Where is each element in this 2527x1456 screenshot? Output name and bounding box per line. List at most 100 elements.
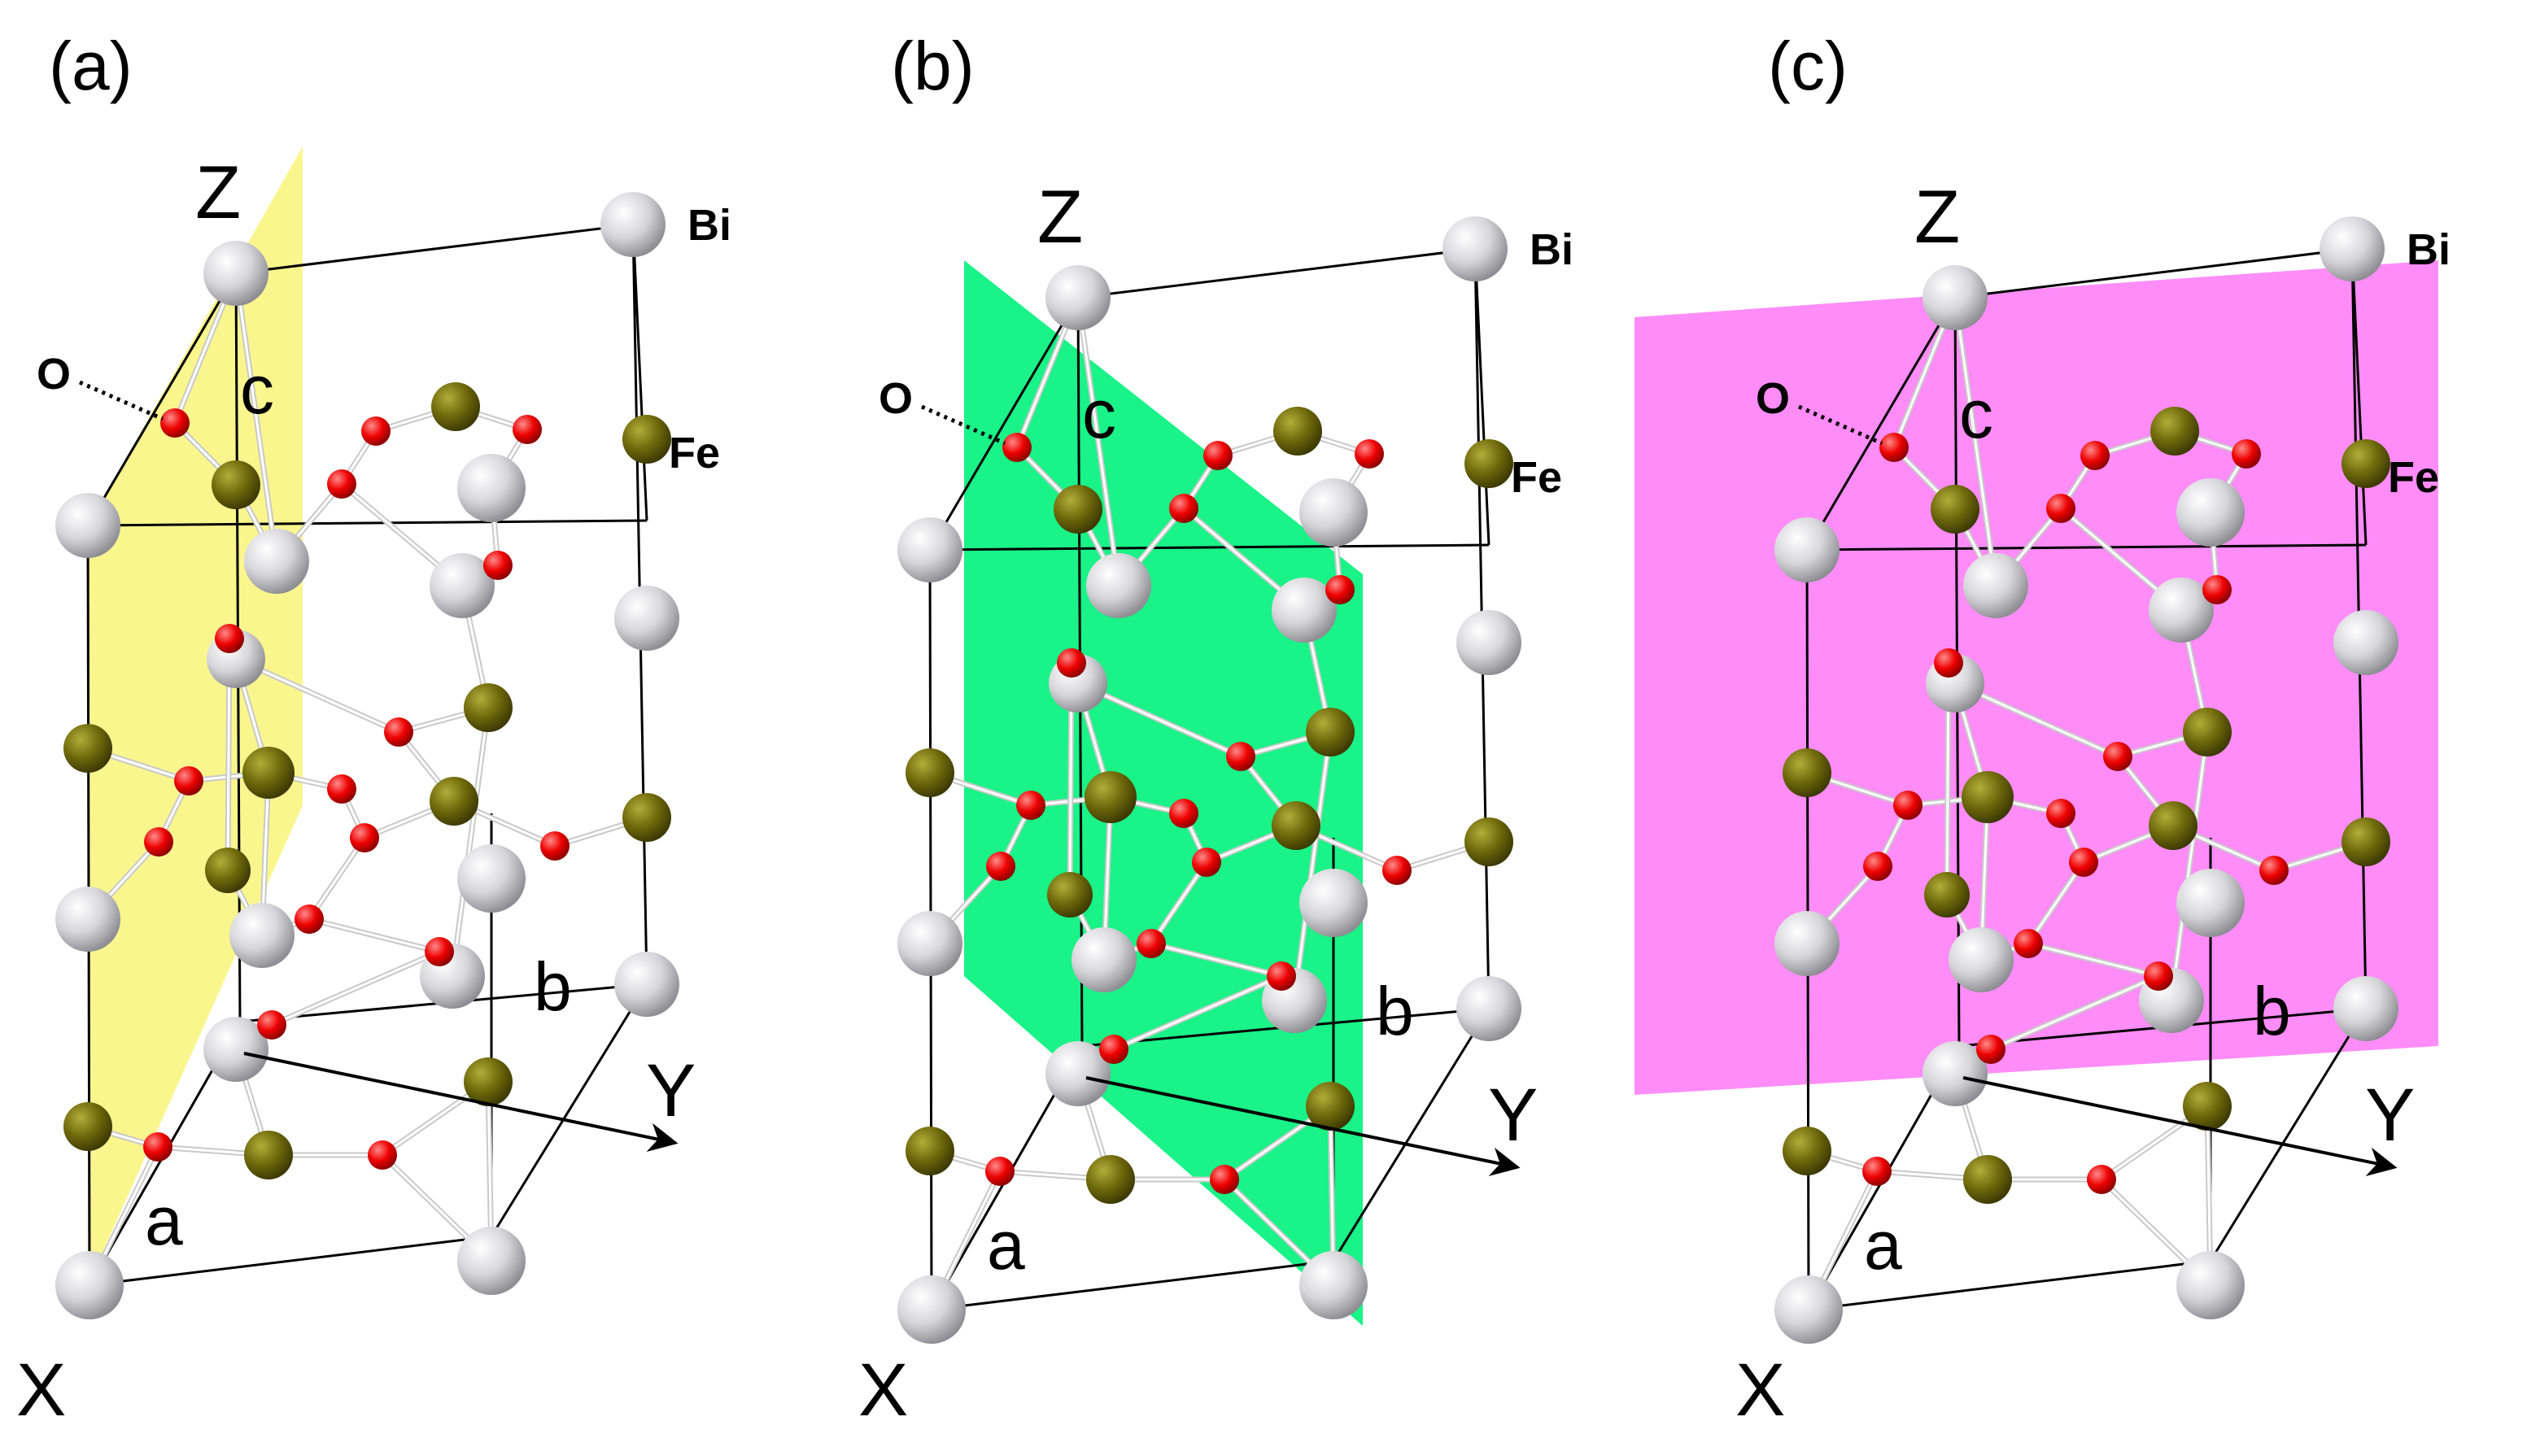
bi-atom [2149, 578, 2214, 643]
bond-highlight [308, 918, 441, 953]
bi-atom [600, 192, 666, 257]
fe-atom [464, 683, 513, 732]
fe-atom [2342, 439, 2390, 488]
bi-atom [1086, 553, 1151, 618]
fe-element-label: Fe [669, 429, 720, 477]
o-atom [1099, 1035, 1128, 1064]
fe-atom [1054, 485, 1102, 534]
bond-highlight [2170, 730, 2209, 1002]
cell-edge [87, 519, 648, 527]
bond-highlight [451, 706, 490, 978]
bi-atom [2333, 610, 2398, 675]
fe-atom [1962, 771, 2014, 823]
cell-edge [631, 224, 648, 521]
o-atom [2046, 799, 2075, 828]
fe-atom [1924, 872, 1970, 918]
bi-atom [1456, 610, 1521, 675]
fe-atom [622, 793, 671, 842]
o-atom [350, 823, 379, 852]
o-atom [986, 852, 1015, 881]
cell-edge [1806, 543, 2367, 551]
bi-atom [1949, 927, 2014, 992]
y-axis-label: Y [1488, 1074, 1538, 1157]
bond-highlight [1989, 974, 2160, 1051]
fe-atom [1306, 1082, 1355, 1131]
bi-atom [897, 1275, 966, 1344]
o-atom [1893, 791, 1923, 820]
fe-atom [622, 415, 671, 464]
y-axis-label: Y [646, 1049, 696, 1132]
cell-edge [1077, 247, 1476, 299]
bi-atom [1963, 553, 2028, 618]
z-axis-label: Z [1037, 176, 1083, 259]
fe-atom [63, 724, 112, 773]
bond-highlight [2027, 861, 2085, 945]
fe-atom [205, 848, 251, 893]
bi-atom [457, 454, 526, 522]
bond-highlight [1076, 682, 1242, 758]
fe-element-label: Fe [2388, 453, 2439, 502]
lattice-b-label: b [1376, 973, 1414, 1049]
o-atom [1016, 791, 1045, 820]
fe-atom [430, 777, 478, 826]
cell-edge [89, 1235, 492, 1287]
fe-atom [63, 1102, 112, 1151]
bi-atom [55, 493, 120, 558]
bond-highlight [1076, 296, 1120, 587]
atoms [55, 192, 679, 1319]
o-atom [2232, 439, 2261, 469]
bi-atom [2333, 976, 2398, 1041]
y-axis-arrow [1085, 1076, 1521, 1177]
lattice-a-label: a [1864, 1207, 1902, 1284]
lattice-c-label: c [1082, 376, 1116, 452]
bi-atom [897, 517, 962, 582]
bi-atom [244, 529, 309, 594]
bond-highlight [308, 836, 366, 921]
lattice-a-label: a [145, 1183, 183, 1259]
fe-atom [906, 748, 954, 797]
cell-edge [1954, 247, 2353, 299]
o-atom [1325, 575, 1355, 604]
lattice-c-label: c [1959, 376, 1993, 452]
fe-atom [2183, 1082, 2232, 1131]
bond-highlight [234, 272, 278, 563]
lattice-plane [88, 146, 303, 1285]
o-element-label: O [1756, 374, 1790, 423]
o-atom [1203, 441, 1233, 470]
fe-atom [1272, 801, 1320, 850]
z-axis-label: Z [1914, 176, 1960, 259]
bond-highlight [234, 657, 400, 734]
fe-atom [1783, 1127, 1831, 1175]
bi-atom [1456, 976, 1521, 1041]
bond-highlight [270, 950, 441, 1027]
o-atom [2259, 856, 2289, 885]
lattice-a-label: a [987, 1207, 1025, 1284]
y-axis-arrow [243, 1052, 679, 1153]
fe-atom [431, 382, 480, 431]
fe-atom [1464, 817, 1513, 866]
bi-atom [1299, 1251, 1368, 1319]
fe-atom [2149, 801, 2197, 850]
bi-atom [1774, 1275, 1843, 1344]
bi-atom [457, 1227, 526, 1295]
o-atom [2069, 848, 2098, 877]
fe-atom [2183, 708, 2232, 756]
y-axis-label: Y [2365, 1074, 2415, 1157]
y-axis-arrow [1962, 1076, 2398, 1177]
o-atom [1934, 648, 1963, 678]
bi-atom [2320, 216, 2385, 281]
o-atom [295, 905, 324, 934]
bi-atom [614, 586, 679, 651]
o-atom [327, 774, 356, 804]
o-atom [540, 831, 570, 861]
bi-atom [2176, 869, 2245, 937]
o-atom [1192, 848, 1221, 877]
x-axis-label: X [858, 1349, 908, 1432]
o-atom [215, 624, 244, 653]
bi-atom [457, 844, 526, 913]
o-atom [1210, 1165, 1239, 1194]
bi-atom [1299, 869, 1368, 937]
